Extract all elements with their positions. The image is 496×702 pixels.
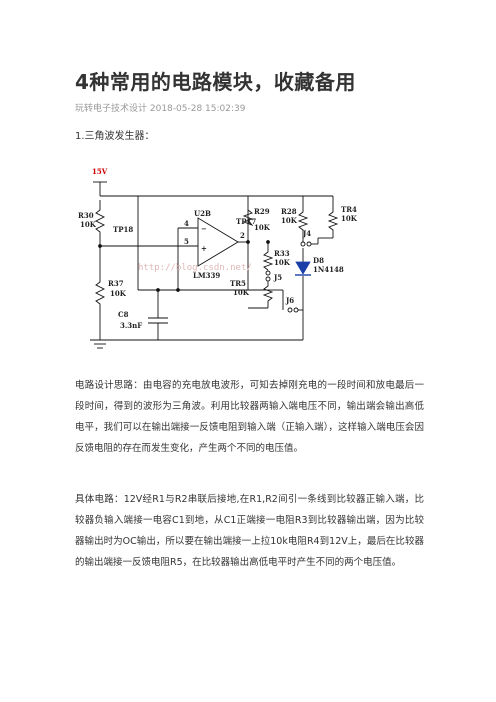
j6-jumper [287,307,293,313]
pin2-label: 2 [240,231,245,240]
r37-value: 10K [110,289,127,298]
pin5-label: 5 [184,237,189,246]
r30-resistor [94,200,106,242]
d8-label: D8 [313,256,324,265]
j5-label: J5 [273,273,282,282]
j5-jumper [265,270,271,276]
j4-label: J4 [302,229,311,238]
circuit-detail-paragraph: 具体电路：12V经R1与R2串联后接地,在R1,R2间引一条线到比较器正输入端，… [75,494,424,568]
d8-diode [295,261,311,275]
article-meta: 玩转电子技术设计 2018-05-28 15:02:39 [75,104,246,114]
comparator-u2b [197,217,239,267]
r29-resistor [242,209,254,226]
u2b-label: U2B [194,209,211,218]
d8-value: 1N4148 [313,265,344,274]
r33-label: R33 [274,249,290,258]
tr5-trimmer [262,281,274,308]
tr5-label: TR5 [230,279,246,288]
r28-label: R28 [281,207,297,216]
tr5-value: 10K [233,288,250,297]
r37-resistor [94,275,106,310]
r30-label: R30 [78,211,94,220]
plus-symbol: + [201,244,207,253]
section-heading: 1.三角波发生器： [75,131,155,142]
minus-symbol: − [201,224,207,233]
c8-label: C8 [118,310,129,319]
triangle-wave-generator-schematic: 15V R30 10K TP18 U2B 4 5 2 − + LM339 TP1… [78,167,358,349]
tp17-label: TP17 [236,217,256,226]
r28-value: 10K [281,216,298,225]
r33-resistor [262,248,274,271]
r28-resistor [297,208,309,234]
supply-label: 15V [92,167,108,176]
tr4-label: TR4 [341,205,357,214]
pin4-label: 4 [184,219,189,228]
r30-value: 10K [80,220,97,229]
lm339-label: LM339 [193,271,220,280]
watermark-text: http://blog.csdn.net/ [138,263,252,273]
design-idea-paragraph: 电路设计思路：由电容的充电放电波形，可知去掉刚充电的一段时间和放电最后一段时间，… [75,380,424,454]
c8-value: 3.3nF [120,321,142,330]
j4-jumper [300,241,306,247]
r37-label: R37 [108,279,124,288]
tr4-value: 10K [341,214,358,223]
tr4-trimmer [327,208,339,238]
tp18-label: TP18 [113,225,133,234]
j6-label: J6 [285,296,294,305]
article-title: 4种常用的电路模块，收藏备用 [75,70,356,94]
r33-value: 10K [274,258,291,267]
r29-value: 10K [254,223,271,232]
r29-label: R29 [254,207,270,216]
